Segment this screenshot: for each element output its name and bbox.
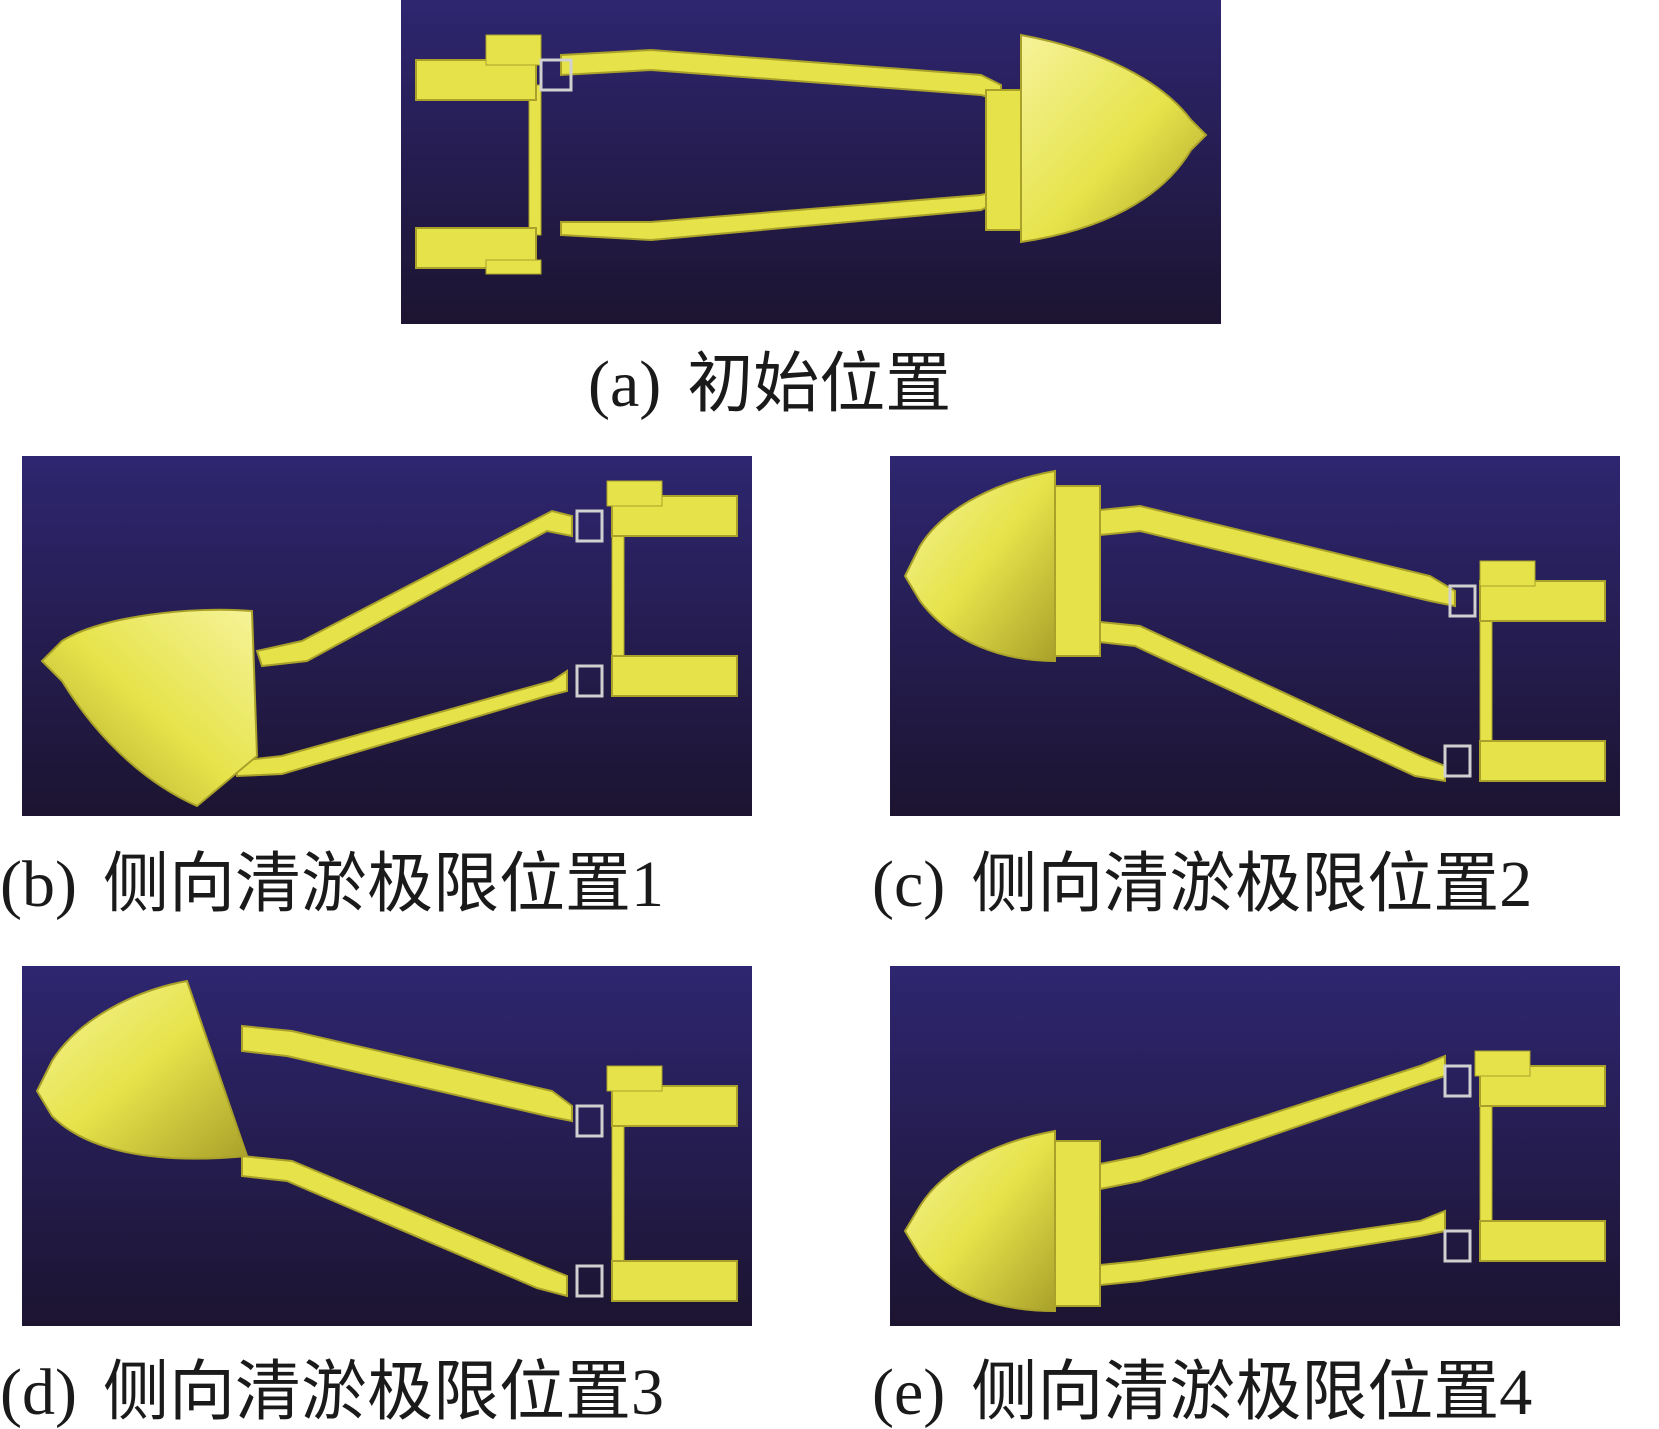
upper-block <box>1479 580 1606 622</box>
panel-e-text: 侧向清淤极限位置4 <box>971 1356 1533 1429</box>
vertical-frame <box>528 84 542 236</box>
panel-b-label: (b) <box>0 848 77 921</box>
upper-arm <box>1089 504 1456 608</box>
cutter-model-b <box>22 456 752 816</box>
lower-arm <box>241 1154 568 1298</box>
lower-block <box>611 1260 738 1302</box>
panel-d-text: 侧向清淤极限位置3 <box>102 1356 664 1429</box>
cutter-head-cone <box>1020 33 1208 244</box>
upper-block <box>415 59 537 101</box>
panel-d-caption: (d)侧向清淤极限位置3 <box>0 1360 664 1426</box>
cutter-model-a <box>401 0 1221 324</box>
panel-b-text: 侧向清淤极限位置1 <box>102 848 664 921</box>
panel-b-image <box>22 456 752 816</box>
panel-e-label: (e) <box>872 1356 946 1429</box>
panel-a-image <box>401 0 1221 324</box>
upper-arm <box>241 1024 573 1123</box>
lower-block <box>1479 740 1606 782</box>
cutter-model-e <box>890 966 1620 1326</box>
cutter-head-cone <box>903 469 1056 663</box>
panel-c-caption: (c)侧向清淤极限位置2 <box>872 852 1532 918</box>
panel-b-caption: (b)侧向清淤极限位置1 <box>0 852 664 918</box>
panel-c-text: 侧向清淤极限位置2 <box>971 848 1533 921</box>
lower-block <box>611 655 738 697</box>
cutter-head-cone <box>40 608 259 808</box>
lower-arm <box>1089 619 1446 783</box>
cutter-head-cone <box>903 1129 1056 1313</box>
panel-e-image <box>890 966 1620 1326</box>
panel-c-label: (c) <box>872 848 946 921</box>
cutter-model-d <box>22 966 752 1326</box>
panel-d-label: (d) <box>0 1356 77 1429</box>
upper-arm <box>255 509 573 668</box>
lower-block <box>1479 1220 1606 1262</box>
panel-a-caption: (a)初始位置 <box>588 352 951 418</box>
panel-c-image <box>890 456 1620 816</box>
panel-d-image <box>22 966 752 1326</box>
cutter-model-c <box>890 456 1620 816</box>
panel-a-text: 初始位置 <box>687 348 952 421</box>
panel-a-label: (a) <box>588 348 662 421</box>
panel-e-caption: (e)侧向清淤极限位置4 <box>872 1360 1532 1426</box>
lower-arm <box>236 669 568 778</box>
cutter-head-cone <box>35 979 249 1160</box>
upper-block <box>611 1085 738 1127</box>
